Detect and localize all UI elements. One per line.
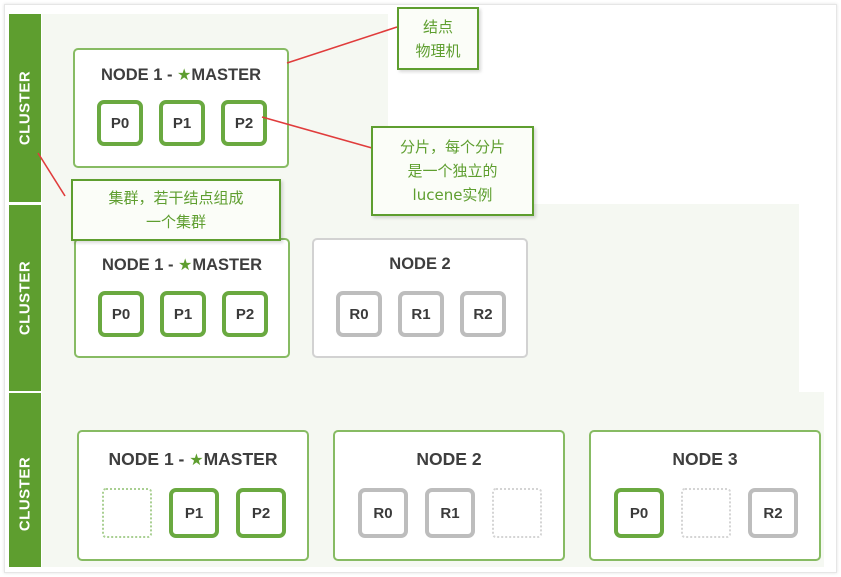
shard-r1: R1 [398, 291, 444, 337]
node-1-master: NODE 1 - ★MASTER P0 P1 P2 [74, 238, 290, 358]
note-line: lucene实例 [412, 186, 493, 204]
master-label: MASTER [191, 66, 262, 84]
cluster-bar-3 [9, 393, 41, 567]
cluster-bar-2 [9, 205, 41, 391]
shard-r2: R2 [460, 291, 506, 337]
note-cluster: 集群，若干结点组成 一个集群 [71, 179, 281, 241]
node-name: NODE 1 - [101, 256, 179, 274]
arrow-to-node [286, 26, 398, 64]
shard-p0: P0 [97, 100, 143, 146]
note-line: 物理机 [415, 41, 461, 60]
node-title: NODE 2 [389, 255, 451, 273]
shard-p2: P2 [221, 100, 267, 146]
shard-p1: P1 [160, 291, 206, 337]
shard-empty [492, 488, 542, 538]
node-title: NODE 1 - ★MASTER [79, 449, 307, 470]
shard-p1: P1 [169, 488, 219, 538]
shard-empty [681, 488, 731, 538]
shard-r2: R2 [748, 488, 798, 538]
node-1-master: NODE 1 - ★MASTER P0 P1 P2 [73, 48, 289, 168]
node-2: NODE 2 R0 R1 [333, 430, 565, 561]
arrow-to-shard [261, 116, 373, 149]
node-1-master: NODE 1 - ★MASTER P1 P2 [77, 430, 309, 561]
shard-p0: P0 [614, 488, 664, 538]
arrow-to-cluster [37, 152, 66, 197]
note-line: 一个集群 [145, 213, 206, 231]
shard-p0: P0 [98, 291, 144, 337]
node-3: NODE 3 P0 R2 [589, 430, 821, 561]
note-text: 结点 物理机 [415, 15, 460, 63]
shard-r0: R0 [358, 488, 408, 538]
node-title: NODE 3 [672, 449, 738, 469]
node-title: NODE 1 - ★MASTER [75, 65, 287, 85]
note-shard: 分片，每个分片 是一个独立的 lucene实例 [371, 126, 534, 216]
cluster-bar-1 [9, 14, 41, 202]
shard-p2: P2 [236, 488, 286, 538]
star-icon: ★ [178, 257, 193, 274]
note-text: 分片，每个分片 是一个独立的 lucene实例 [400, 135, 505, 207]
shard-p2: P2 [222, 291, 268, 337]
shard-p1: P1 [159, 100, 205, 146]
node-2: NODE 2 R0 R1 R2 [312, 238, 528, 358]
node-name: NODE 1 - [100, 66, 178, 84]
shard-r0: R0 [336, 291, 382, 337]
note-line: 集群，若干结点组成 [108, 189, 244, 207]
master-label: MASTER [192, 256, 263, 274]
note-text: 集群，若干结点组成 一个集群 [108, 186, 243, 234]
star-icon: ★ [189, 452, 204, 469]
note-line: 分片，每个分片 [399, 138, 505, 156]
node-title: NODE 1 - ★MASTER [76, 255, 288, 275]
note-node: 结点 物理机 [397, 7, 479, 70]
shard-r1: R1 [425, 488, 475, 538]
star-icon: ★ [177, 67, 192, 84]
note-line: 结点 [422, 17, 453, 36]
node-title: NODE 2 [416, 449, 482, 469]
master-label: MASTER [203, 449, 278, 469]
shard-empty [102, 488, 152, 538]
note-line: 是一个独立的 [407, 162, 498, 180]
node-name: NODE 1 - [108, 449, 190, 469]
